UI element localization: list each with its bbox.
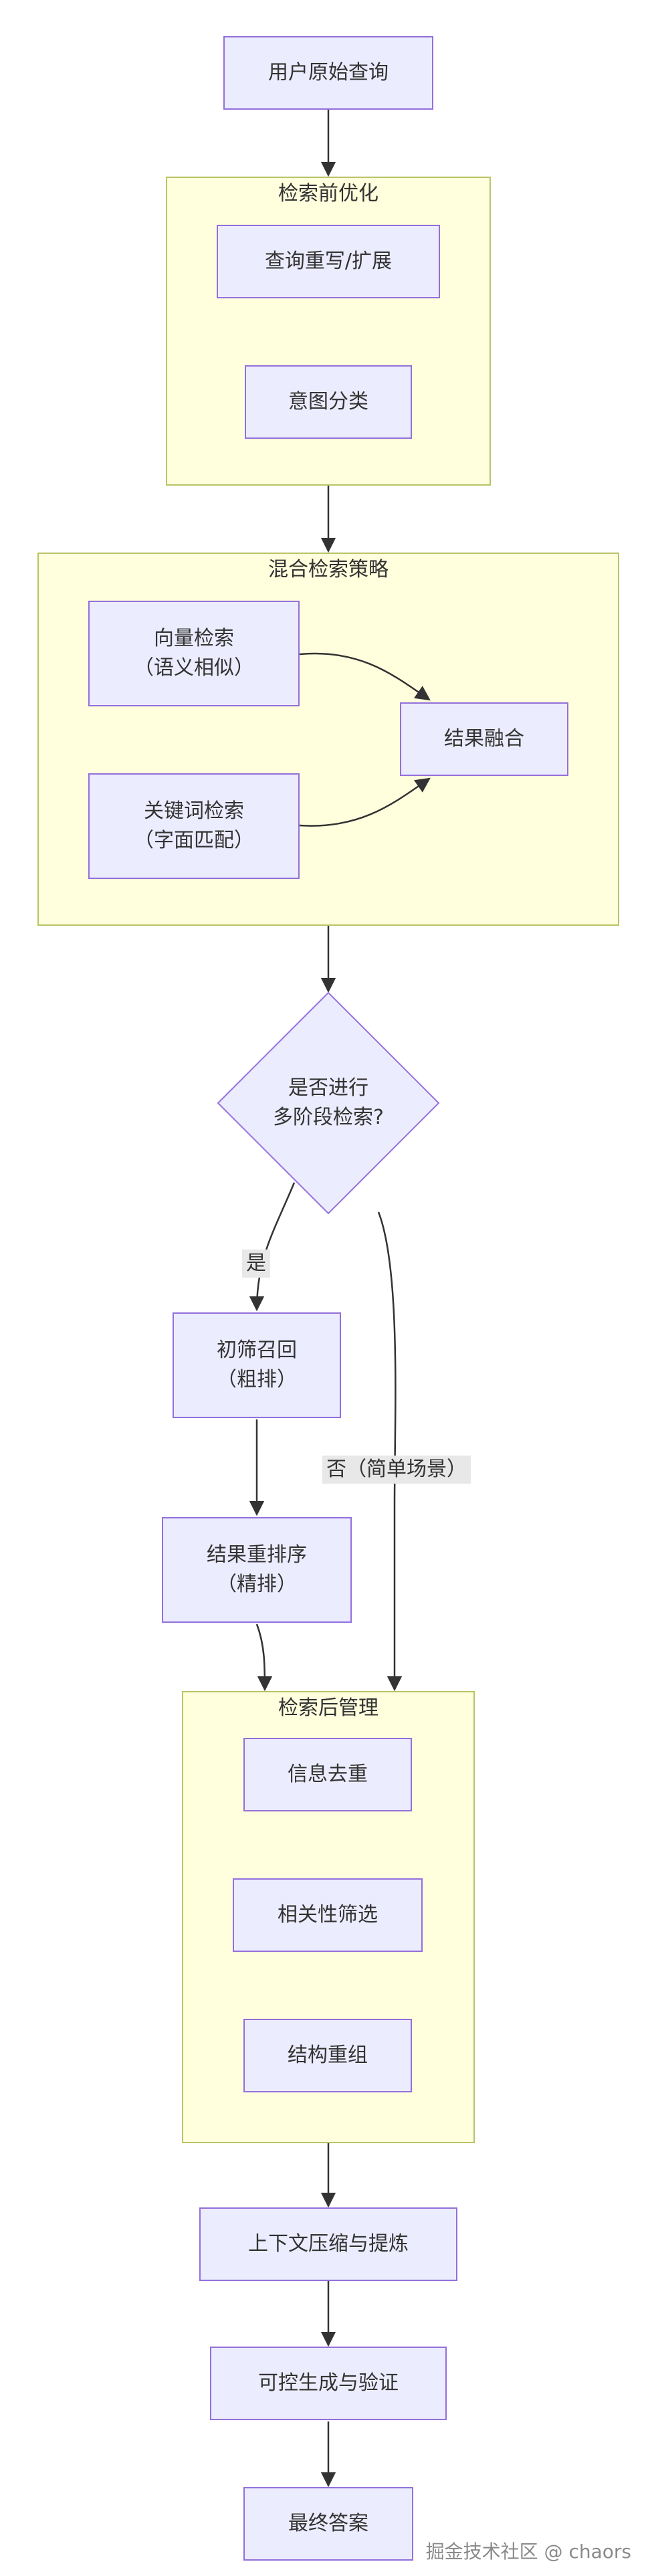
node-rerank-line2: （精排） — [217, 1573, 297, 1596]
node-user-query: 用户原始查询 — [223, 36, 433, 110]
node-relevance-filter-label: 相关性筛选 — [278, 1903, 378, 1926]
node-intent-classification-label: 意图分类 — [288, 390, 368, 413]
subgraph-pre-retrieval-title: 检索前优化 — [278, 182, 378, 205]
node-controlled-generation: 可控生成与验证 — [210, 2347, 447, 2420]
edge-keyword-to-fusion — [299, 777, 431, 827]
node-initial-recall: 初筛召回 （粗排） — [173, 1312, 341, 1418]
edge-label-no: 否（简单场景） — [322, 1456, 471, 1484]
edge-vector-to-fusion — [299, 652, 431, 701]
node-result-fusion-label: 结果融合 — [444, 727, 524, 751]
node-relevance-filter: 相关性筛选 — [233, 1878, 423, 1952]
node-vector-retrieval-line1: 向量检索 — [154, 627, 234, 650]
node-context-compression: 上下文压缩与提炼 — [199, 2207, 457, 2281]
node-query-rewrite-label: 查询重写/扩展 — [264, 250, 393, 273]
node-dedup: 信息去重 — [243, 1738, 412, 1811]
node-query-rewrite: 查询重写/扩展 — [217, 225, 440, 298]
edge-decision-no — [377, 1211, 403, 1692]
decision-line2: 多阶段检索? — [273, 1106, 384, 1129]
node-final-answer-label: 最终答案 — [288, 2512, 368, 2535]
edge-decision-yes — [249, 1182, 296, 1312]
node-keyword-retrieval-line2: （字面匹配） — [134, 829, 254, 852]
decision-node-text: 是否进行 多阶段检索? — [238, 1074, 419, 1132]
decision-line1: 是否进行 — [288, 1076, 368, 1100]
node-rerank: 结果重排序 （精排） — [162, 1517, 352, 1623]
node-result-fusion: 结果融合 — [400, 702, 568, 776]
node-controlled-generation-label: 可控生成与验证 — [258, 2371, 399, 2395]
node-final-answer: 最终答案 — [243, 2487, 413, 2561]
subgraph-hybrid-retrieval-title: 混合检索策略 — [268, 558, 389, 581]
node-restructure: 结构重组 — [243, 2019, 412, 2092]
decision-diamond — [217, 991, 440, 1215]
node-user-query-label: 用户原始查询 — [268, 61, 389, 84]
subgraph-post-retrieval-title: 检索后管理 — [278, 1696, 378, 1720]
edge-rerank-to-post — [255, 1623, 273, 1692]
node-context-compression-label: 上下文压缩与提炼 — [248, 2232, 409, 2256]
node-dedup-label: 信息去重 — [288, 1763, 368, 1786]
node-keyword-retrieval: 关键词检索 （字面匹配） — [88, 773, 300, 879]
node-intent-classification: 意图分类 — [245, 365, 412, 439]
node-keyword-retrieval-line1: 关键词检索 — [144, 799, 244, 823]
node-rerank-line1: 结果重排序 — [207, 1543, 307, 1567]
node-initial-recall-line1: 初筛召回 — [217, 1339, 297, 1362]
edge-label-yes: 是 — [242, 1250, 270, 1278]
node-initial-recall-line2: （粗排） — [217, 1368, 297, 1391]
watermark: 掘金技术社区 @ chaors — [425, 2541, 631, 2563]
node-restructure-label: 结构重组 — [288, 2044, 368, 2067]
node-vector-retrieval-line2: （语义相似） — [134, 656, 254, 680]
node-vector-retrieval: 向量检索 （语义相似） — [88, 601, 300, 706]
